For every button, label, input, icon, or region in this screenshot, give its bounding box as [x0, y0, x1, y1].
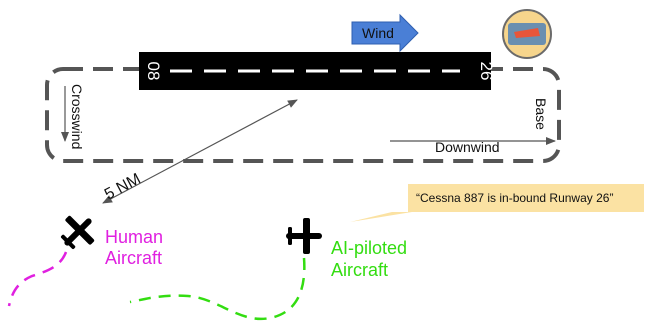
ai-aircraft-label-line1: AI-piloted [331, 238, 407, 258]
runway-end-08: 08 [144, 62, 163, 81]
downwind-label: Downwind [435, 139, 500, 155]
base-label: Base [533, 98, 549, 130]
distance-line [102, 99, 298, 204]
human-flight-path [7, 251, 68, 307]
human-aircraft-label-line2: Aircraft [105, 248, 162, 268]
human-aircraft-label-line1: Human [105, 227, 163, 247]
wind-arrow: Wind [351, 13, 419, 53]
ai-flight-path [129, 257, 306, 321]
radio-call-bubble: “Cessna 887 is in-bound Runway 26” [350, 184, 644, 222]
airplane-icon [60, 215, 95, 250]
windsock-icon [502, 9, 552, 59]
wind-label: Wind [362, 25, 394, 41]
runway: 08 26 [139, 52, 496, 90]
airplane-icon [286, 218, 322, 254]
ai-aircraft-label-line2: Aircraft [331, 260, 388, 280]
crosswind-label: Crosswind [69, 84, 85, 149]
distance-label: 5 NM [102, 171, 144, 204]
radio-call-text: “Cessna 887 is in-bound Runway 26” [416, 191, 613, 205]
runway-end-26: 26 [477, 62, 496, 81]
human-aircraft: Human Aircraft [7, 215, 163, 307]
ai-aircraft: AI-piloted Aircraft [129, 218, 407, 321]
